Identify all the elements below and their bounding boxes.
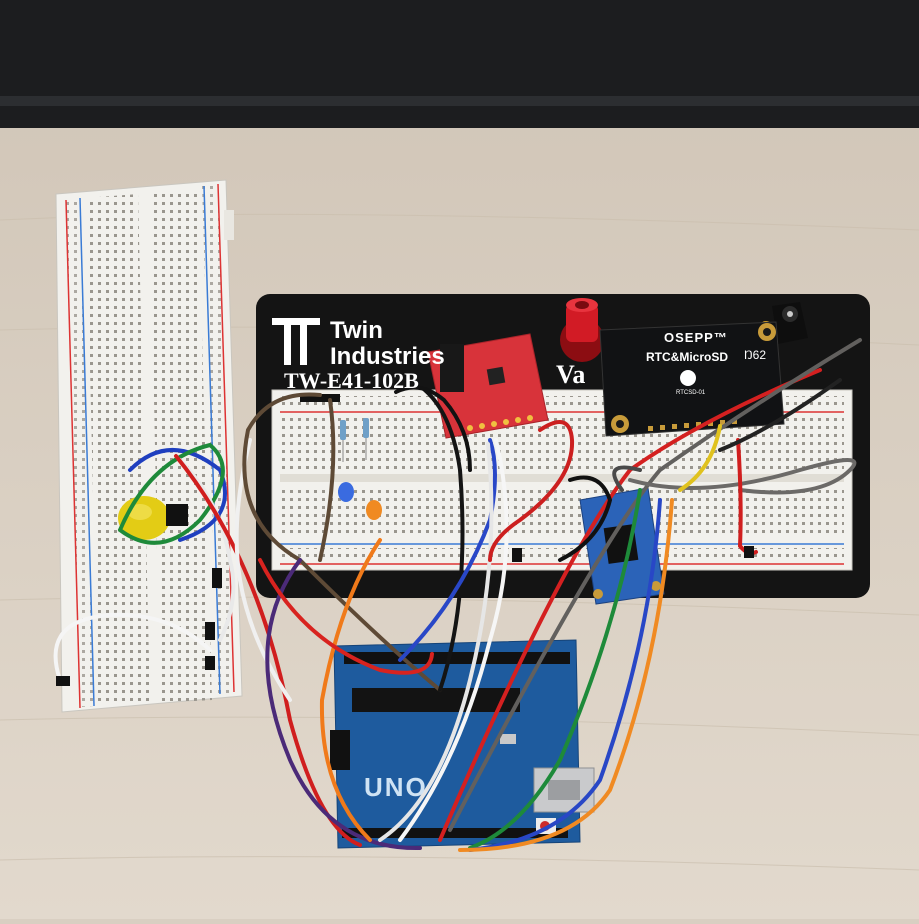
monitor-base bbox=[0, 0, 919, 128]
rtc-part: RTCSD-01 bbox=[676, 390, 706, 396]
arduino-label: UNO bbox=[364, 772, 428, 802]
small-jumpers bbox=[56, 546, 754, 686]
red-module bbox=[427, 333, 549, 439]
resistors bbox=[340, 418, 369, 462]
board-model: TW-E41-102B bbox=[284, 368, 419, 393]
brand-line-1: Twin bbox=[330, 317, 383, 344]
leds bbox=[338, 482, 382, 520]
jumper-wires bbox=[53, 338, 862, 852]
rtc-brand: OSEPP™ bbox=[664, 330, 728, 345]
header-pins bbox=[300, 394, 340, 402]
brand-logo bbox=[272, 318, 320, 369]
left-breadboard bbox=[55, 179, 243, 713]
red-binding-post bbox=[560, 298, 604, 362]
monitor-edge bbox=[0, 96, 919, 106]
post-letter: Va bbox=[556, 360, 586, 389]
rtc-corner-label: Ŋ62 bbox=[744, 348, 767, 362]
brand-line-2: Industries bbox=[330, 343, 445, 370]
rtc-title: RTC&MicroSD bbox=[646, 350, 729, 364]
arduino-uno bbox=[330, 639, 595, 849]
